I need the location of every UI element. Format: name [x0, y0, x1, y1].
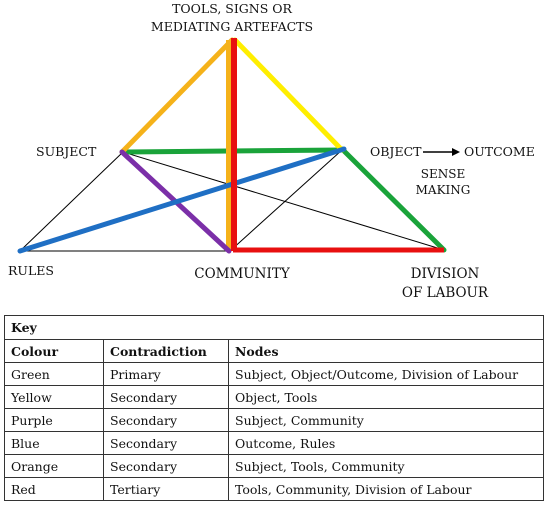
key-table: Key Colour Contradiction Nodes Green Pri… [4, 315, 544, 501]
line-community-object [229, 149, 343, 252]
table-row: Purple Secondary Subject, Community [4, 408, 544, 432]
cell-nodes: Object, Tools [228, 385, 544, 409]
arrow-icon [423, 148, 460, 156]
orange-line-subject-tools [119, 37, 235, 155]
green-line-object-division [339, 146, 447, 253]
cell-contradiction: Secondary [103, 385, 229, 409]
label-subject: SUBJECT [36, 144, 97, 159]
label-outcome: OUTCOME [464, 144, 535, 159]
label-tools-line1: TOOLS, SIGNS OR [172, 1, 292, 16]
cell-colour: Green [4, 362, 104, 386]
table-row: Blue Secondary Outcome, Rules [4, 431, 544, 455]
cell-nodes: Subject, Community [228, 408, 544, 432]
cell-colour: Blue [4, 431, 104, 455]
header-colour: Colour [4, 339, 104, 363]
label-object: OBJECT [370, 144, 422, 159]
label-division-line2: OF LABOUR [402, 285, 489, 301]
cell-colour: Red [4, 477, 104, 501]
key-title-row: Key [4, 315, 544, 340]
blue-line-outcome-rules [17, 146, 347, 254]
cell-nodes: Outcome, Rules [228, 431, 544, 455]
table-row: Orange Secondary Subject, Tools, Communi… [4, 454, 544, 478]
label-community: COMMUNITY [194, 266, 291, 282]
cell-contradiction: Secondary [103, 454, 229, 478]
line-subject-rules [19, 151, 124, 252]
header-contradiction: Contradiction [103, 339, 229, 363]
table-row: Green Primary Subject, Object/Outcome, D… [4, 362, 544, 386]
cell-colour: Purple [4, 408, 104, 432]
cell-contradiction: Secondary [103, 431, 229, 455]
table-row: Yellow Secondary Object, Tools [4, 385, 544, 409]
cell-contradiction: Tertiary [103, 477, 229, 501]
label-rules: RULES [8, 263, 54, 278]
cell-colour: Orange [4, 454, 104, 478]
activity-system-diagram: TOOLS, SIGNS OR MEDIATING ARTEFACTS SUBJ… [8, 1, 535, 301]
line-subject-division [122, 151, 445, 251]
cell-nodes: Subject, Tools, Community [228, 454, 544, 478]
cell-contradiction: Primary [103, 362, 229, 386]
cell-colour: Yellow [4, 385, 104, 409]
key-header-row: Colour Contradiction Nodes [4, 339, 544, 363]
label-division-line1: DIVISION [411, 266, 480, 282]
label-sense-line2: MAKING [416, 183, 471, 197]
yellow-line-tools-object [232, 37, 345, 153]
key-title: Key [4, 315, 544, 340]
cell-contradiction: Secondary [103, 408, 229, 432]
header-nodes: Nodes [228, 339, 544, 363]
label-tools-line2: MEDIATING ARTEFACTS [151, 19, 313, 34]
label-sense-line1: SENSE [421, 167, 465, 181]
cell-nodes: Subject, Object/Outcome, Division of Lab… [228, 362, 544, 386]
table-row: Red Tertiary Tools, Community, Division … [4, 477, 544, 501]
cell-nodes: Tools, Community, Division of Labour [228, 477, 544, 501]
